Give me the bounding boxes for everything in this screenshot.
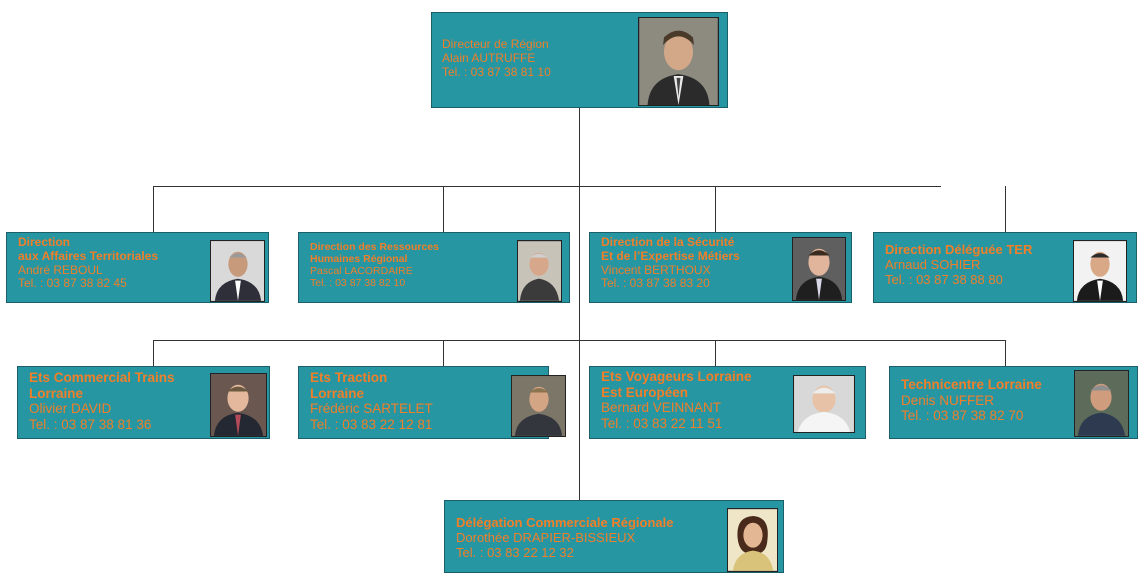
- row1-title-1b: aux Affaires Territoriales: [18, 248, 159, 263]
- row2-name-2: Frédéric SARTELET: [310, 401, 433, 417]
- row1-tel-1: Tel. : 03 87 38 82 45: [18, 276, 127, 291]
- woman-portrait-photo: [727, 508, 778, 572]
- man-portrait-photo: [210, 373, 267, 437]
- row1-drop-3: [715, 186, 716, 232]
- row1-tel-3: Tel. : 03 87 38 83 20: [601, 276, 710, 291]
- row2-name-1: Olivier DAVID: [29, 401, 112, 417]
- row1-title-3a: Direction de la Sécurité: [601, 235, 735, 249]
- man-portrait-photo: [1074, 370, 1129, 437]
- row2-drop-2: [443, 340, 444, 366]
- row1-title-3b: Et de l’Expertise Métiers: [601, 248, 740, 263]
- man-portrait-photo: [793, 375, 855, 433]
- bottom-text: Délégation Commerciale Régionale Dorothé…: [456, 515, 674, 561]
- row2-text-1: Ets Commercial Trains Lorraine Olivier D…: [29, 370, 175, 432]
- row1-title-4a: Direction Déléguée TER: [885, 242, 1033, 257]
- row1-title-2a: Direction des Ressources: [310, 241, 439, 253]
- row2-text-3: Ets Voyageurs Lorraine Est Européen Bern…: [601, 369, 752, 431]
- row1-text-3: Direction de la Sécurité Et de l’Experti…: [601, 235, 740, 291]
- man-portrait-photo: [210, 240, 265, 302]
- man-portrait-photo: [792, 237, 846, 301]
- trunk-line: [579, 107, 580, 500]
- row2-title-3a: Ets Voyageurs Lorraine: [601, 369, 752, 384]
- row1-drop-1: [153, 186, 154, 232]
- bottom-tel: Tel. : 03 83 22 12 32: [456, 544, 574, 560]
- director-name: Alain AUTRUFFE: [442, 50, 536, 65]
- row2-title-1b: Lorraine: [29, 385, 84, 401]
- row1-text-4: Direction Déléguée TER Arnaud SOHIER Tel…: [885, 242, 1033, 288]
- row1-tel-4: Tel. : 03 87 38 88 80: [885, 271, 1003, 287]
- row2-text-4: Technicentre Lorraine Denis NUFFER Tel. …: [901, 377, 1042, 424]
- row1-drop-4: [1005, 186, 1006, 232]
- row2-drop-4: [1005, 340, 1006, 366]
- director-text: Directeur de Région Alain AUTRUFFE Tel. …: [442, 37, 551, 79]
- man-portrait-photo: [638, 17, 719, 106]
- man-portrait-photo: [1073, 240, 1127, 302]
- row2-bus-line: [153, 340, 1006, 341]
- row1-tel-2: Tel. : 03 87 38 82 10: [310, 277, 406, 290]
- row1-name-4: Arnaud SOHIER: [885, 256, 981, 272]
- row1-name-1: André REBOUL: [18, 262, 103, 277]
- row2-box-2: [298, 366, 549, 439]
- row2-tel-1: Tel. : 03 87 38 81 36: [29, 416, 152, 432]
- row1-drop-2: [443, 186, 444, 232]
- row1-bus-line: [153, 186, 941, 187]
- row2-title-3b: Est Européen: [601, 384, 689, 400]
- row2-tel-3: Tel. : 03 83 22 11 51: [601, 415, 723, 431]
- row2-title-2a: Ets Traction: [310, 370, 388, 385]
- bottom-name: Dorothée DRAPIER-BISSIEUX: [456, 529, 636, 545]
- row2-tel-2: Tel. : 03 83 22 12 81: [310, 416, 433, 432]
- director-title: Directeur de Région: [442, 37, 549, 51]
- row2-drop-3: [715, 340, 716, 366]
- director-tel: Tel. : 03 87 38 81 10: [442, 64, 551, 79]
- row1-text-2: Direction des Ressources Humaines Région…: [310, 241, 439, 289]
- row1-name-2: Pascal LACORDAIRE: [310, 265, 413, 278]
- row1-text-1: Direction aux Affaires Territoriales And…: [18, 235, 159, 291]
- row1-title-2b: Humaines Régional: [310, 253, 408, 266]
- row2-text-2: Ets Traction Lorraine Frédéric SARTELET …: [310, 370, 433, 432]
- row2-tel-4: Tel. : 03 87 38 82 70: [901, 408, 1024, 424]
- man-portrait-photo: [511, 375, 566, 437]
- row2-name-4: Denis NUFFER: [901, 392, 995, 408]
- man-portrait-photo: [517, 240, 562, 302]
- row1-title-1a: Direction: [18, 235, 71, 249]
- row1-name-3: Vincent BERTHOUX: [601, 262, 711, 277]
- bottom-title: Délégation Commerciale Régionale: [456, 515, 674, 530]
- row2-title-2b: Lorraine: [310, 385, 365, 401]
- row2-drop-1: [153, 340, 154, 366]
- row2-name-3: Bernard VEINNANT: [601, 400, 722, 416]
- row2-title-4a: Technicentre Lorraine: [901, 377, 1042, 392]
- row2-title-1a: Ets Commercial Trains: [29, 370, 175, 385]
